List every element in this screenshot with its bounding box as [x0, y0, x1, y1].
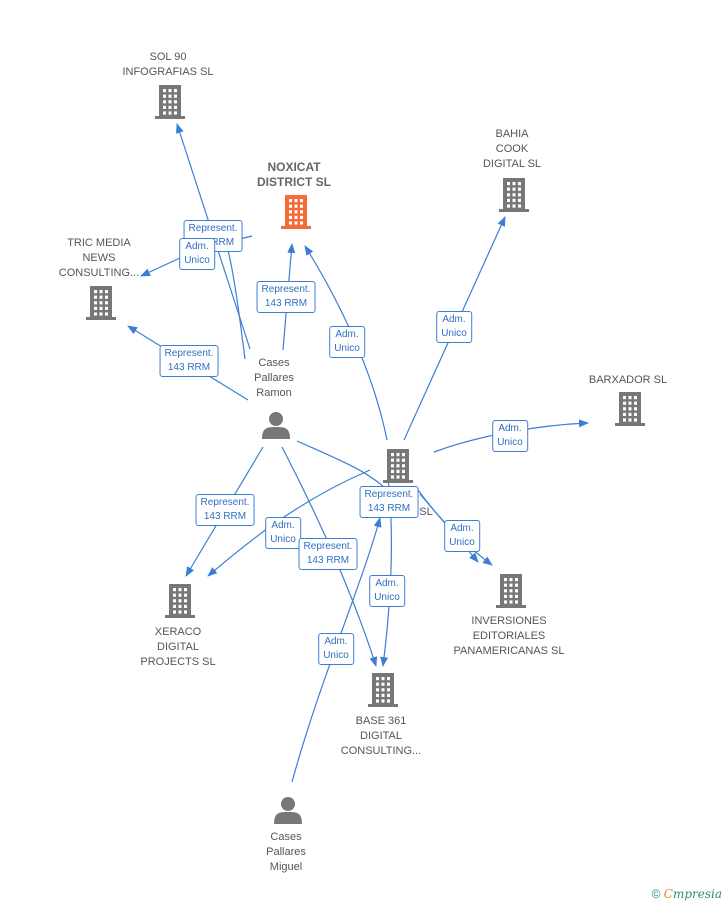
node-label-ramon[interactable]: Cases Pallares Ramon	[254, 357, 294, 399]
building-icon[interactable]	[155, 85, 185, 119]
edge-label[interactable]: Represent. 143 RRM	[195, 494, 255, 526]
building-icon[interactable]	[496, 574, 526, 608]
edge-label[interactable]: Adm. Unico	[436, 311, 472, 343]
building-icon[interactable]	[615, 392, 645, 426]
node-label-inversiones[interactable]: INVERSIONES EDITORIALES PANAMERICANAS SL	[453, 615, 565, 657]
edge-label[interactable]: Adm. Unico	[369, 575, 405, 607]
node-label-bahia[interactable]: BAHIA COOK DIGITAL SL	[482, 128, 542, 170]
node-label-tric[interactable]: TRIC MEDIA NEWS CONSULTING...	[58, 237, 140, 279]
edge-label[interactable]: Represent. 143 RRM	[256, 281, 316, 313]
copyright-footer: © Cmpresia	[652, 887, 722, 901]
brand-logo: Cmpresia	[663, 887, 722, 901]
edge-label[interactable]: Adm. Unico	[492, 420, 528, 452]
edge-label[interactable]: Adm. Unico	[329, 326, 365, 358]
node-label-miguel[interactable]: Cases Pallares Miguel	[266, 831, 306, 873]
node-label-sol90[interactable]: SOL 90 INFOGRAFIAS SL	[122, 51, 214, 78]
edge-label[interactable]: Represent. 143 RRM	[298, 538, 358, 570]
node-label-noxicat[interactable]: NOXICAT DISTRICT SL	[257, 160, 331, 189]
node-label-hub[interactable]: SL	[419, 506, 433, 518]
building-icon[interactable]	[368, 673, 398, 707]
person-icon[interactable]	[262, 412, 290, 439]
person-icon[interactable]	[274, 797, 302, 824]
edge-label[interactable]: Adm. Unico	[265, 517, 301, 549]
building-icon[interactable]	[165, 584, 195, 618]
building-icon[interactable]	[383, 449, 413, 483]
copyright-symbol: ©	[651, 887, 661, 901]
building-icon[interactable]	[281, 195, 311, 229]
edge-label[interactable]: Adm. Unico	[444, 520, 480, 552]
node-label-xeraco[interactable]: XERACO DIGITAL PROJECTS SL	[140, 626, 216, 668]
edge-label[interactable]: Represent. 143 RRM	[159, 345, 219, 377]
relationship-edge	[140, 257, 181, 277]
edge-label[interactable]: Adm. Unico	[179, 238, 215, 270]
relationship-edge	[227, 249, 246, 360]
node-label-barxador[interactable]: BARXADOR SL	[588, 374, 668, 386]
node-label-base361[interactable]: BASE 361 DIGITAL CONSULTING...	[340, 715, 422, 757]
icon-layer	[86, 85, 645, 824]
edge-label[interactable]: Adm. Unico	[318, 633, 354, 665]
edge-label[interactable]: Represent. 143 RRM	[359, 486, 419, 518]
building-icon[interactable]	[499, 178, 529, 212]
relationship-edge	[296, 440, 386, 489]
building-icon[interactable]	[86, 286, 116, 320]
